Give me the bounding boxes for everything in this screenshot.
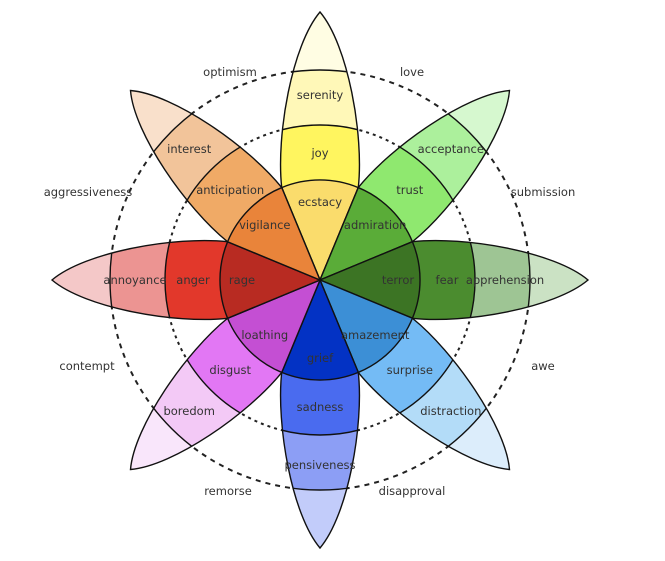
petal-outline xyxy=(279,278,361,550)
dyad-label-optimism: optimism xyxy=(203,65,257,79)
dyad-label-remorse: remorse xyxy=(204,484,252,498)
wedge-intense xyxy=(281,279,359,381)
ring-mild xyxy=(320,240,531,320)
ring-basic xyxy=(320,280,476,436)
emotion-label-vigilance: vigilance xyxy=(239,218,290,232)
emotion-label-trust: trust xyxy=(396,183,424,197)
petal-disgust xyxy=(129,278,322,471)
emotion-label-fear: fear xyxy=(436,273,459,287)
petal-outline xyxy=(279,10,361,282)
petal-outline xyxy=(129,89,322,282)
dyad-labels: love submission awe disapproval remorse conte… xyxy=(44,65,576,498)
ring-basic xyxy=(280,280,360,436)
emotion-label-anger: anger xyxy=(176,273,210,287)
ring-basic xyxy=(164,240,320,320)
petals xyxy=(50,10,590,550)
emotion-label-admiration: admiration xyxy=(344,218,407,232)
emotion-label-joy: joy xyxy=(310,146,328,160)
emotion-label-serenity: serenity xyxy=(297,88,344,102)
ring-basic xyxy=(320,124,476,280)
petal-outline xyxy=(129,278,322,471)
emotion-label-loathing: loathing xyxy=(241,328,288,342)
emotion-label-boredom: boredom xyxy=(163,404,214,418)
emotion-label-anticipation: anticipation xyxy=(196,183,264,197)
dyad-label-disapproval: disapproval xyxy=(379,484,446,498)
ring-basic xyxy=(164,280,320,436)
ring-mild xyxy=(280,280,360,491)
ring-mild xyxy=(109,240,320,320)
emotion-label-pensiveness: pensiveness xyxy=(284,458,355,472)
petal-anger xyxy=(50,239,322,321)
petal-sadness xyxy=(279,278,361,550)
emotion-label-amazement: amazement xyxy=(341,328,410,342)
dyad-label-aggressiveness: aggressiveness xyxy=(44,185,133,199)
petal-surprise xyxy=(318,278,511,471)
petal-trust xyxy=(318,89,511,282)
emotion-label-terror: terror xyxy=(382,273,415,287)
wedge-intense xyxy=(219,241,321,319)
wedge-intense xyxy=(319,279,414,374)
wedge-intense xyxy=(226,186,321,281)
emotion-label-distraction: distraction xyxy=(420,404,481,418)
ring-basic xyxy=(320,240,476,320)
petal-anticipation xyxy=(129,89,322,282)
dyad-label-submission: submission xyxy=(511,185,575,199)
emotion-label-ecstacy: ecstacy xyxy=(298,195,342,209)
petal-joy xyxy=(279,10,361,282)
petal-fear xyxy=(318,239,590,321)
emotion-label-rage: rage xyxy=(229,273,255,287)
petal-outline xyxy=(318,239,590,321)
emotion-label-interest: interest xyxy=(167,142,212,156)
emotion-label-acceptance: acceptance xyxy=(418,142,484,156)
petal-outline xyxy=(318,278,511,471)
ring-mild xyxy=(280,69,360,280)
ring-basic xyxy=(280,124,360,280)
petal-outline xyxy=(318,89,511,282)
emotion-labels: ecstacy joy serenity admiration trust accepta… xyxy=(103,88,544,472)
emotion-label-grief: grief xyxy=(307,351,334,365)
dyad-label-awe: awe xyxy=(531,359,555,373)
wedge-intense xyxy=(226,279,321,374)
wedge-intense xyxy=(319,241,421,319)
dyad-label-love: love xyxy=(400,65,424,79)
petal-outline xyxy=(50,239,322,321)
wedge-intense xyxy=(319,186,414,281)
ring-basic xyxy=(164,124,320,280)
emotion-label-sadness: sadness xyxy=(297,400,344,414)
emotion-label-apprehension: apprehension xyxy=(466,273,544,287)
dyad-label-contempt: contempt xyxy=(59,359,115,373)
wedge-intense xyxy=(281,179,359,281)
emotion-label-disgust: disgust xyxy=(209,363,251,377)
emotion-label-annoyance: annoyance xyxy=(103,273,166,287)
emotion-label-surprise: surprise xyxy=(387,363,433,377)
